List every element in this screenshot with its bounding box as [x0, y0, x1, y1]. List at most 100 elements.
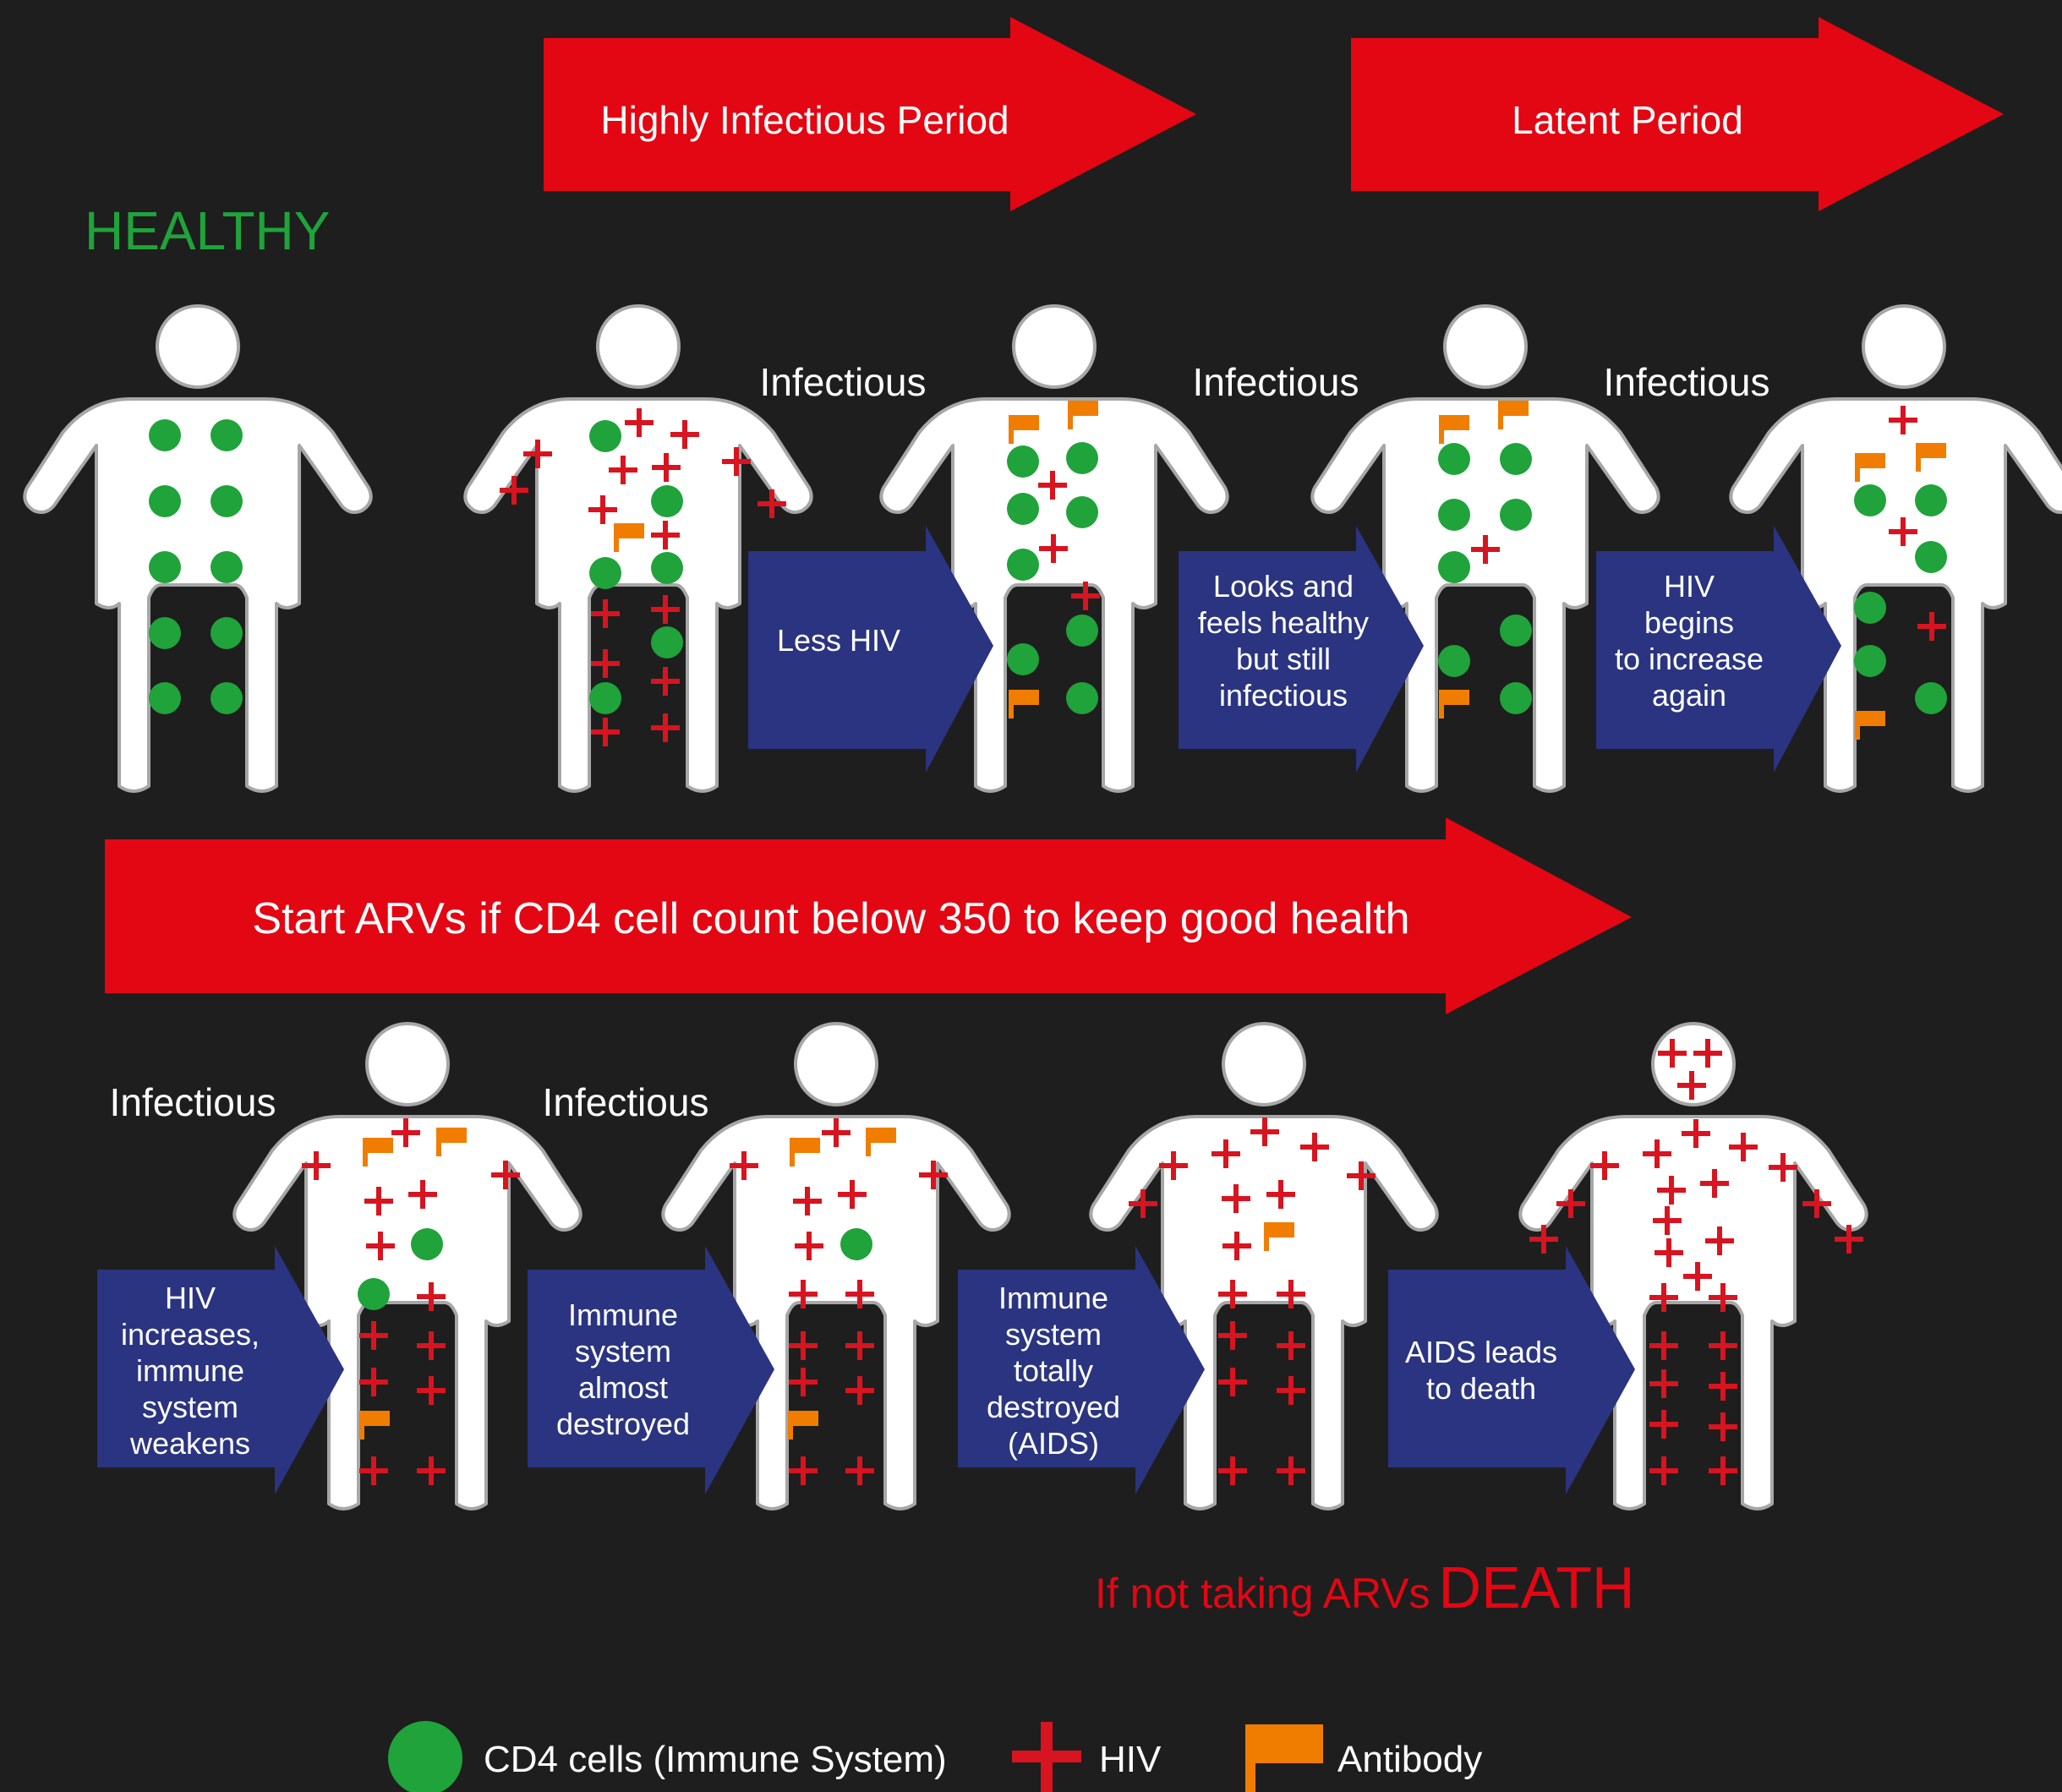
- antibody-marker: [436, 1128, 467, 1156]
- hiv-marker: [1682, 1119, 1710, 1148]
- hiv-marker: [845, 1456, 874, 1485]
- antibody-marker: [866, 1128, 896, 1156]
- antibody-marker: [1498, 401, 1529, 429]
- hiv-marker: [391, 1118, 420, 1147]
- hiv-marker: [845, 1280, 874, 1308]
- hiv-marker: [651, 667, 680, 696]
- highly-infectious-period-label: Highly Infectious Period: [600, 98, 1009, 142]
- hiv-marker: [789, 1456, 818, 1485]
- hiv-marker: [1218, 1456, 1247, 1485]
- healthy-label: HEALTHY: [85, 200, 330, 261]
- hiv-marker: [1649, 1283, 1678, 1312]
- hiv-marker: [845, 1331, 874, 1360]
- label-line: to death: [1426, 1371, 1536, 1406]
- label-line: destroyed: [556, 1407, 690, 1441]
- label-line: immune: [136, 1353, 244, 1388]
- hiv-marker: [1039, 534, 1068, 563]
- infectious-label: Infectious: [1604, 360, 1770, 404]
- hiv-marker: [1529, 1225, 1558, 1254]
- hiv-marker: [795, 1232, 823, 1260]
- legend-antibody-label: Antibody: [1337, 1739, 1482, 1780]
- antibody-marker: [1855, 453, 1885, 482]
- label-line: Immune: [998, 1281, 1108, 1315]
- label-line: destroyed: [987, 1390, 1120, 1424]
- label-line: Immune: [568, 1298, 678, 1332]
- hiv-marker: [591, 718, 620, 746]
- cd4-cell-marker: [589, 682, 621, 714]
- hiv-marker: [408, 1180, 437, 1209]
- cd4-cell-marker: [651, 552, 683, 584]
- cd4-cell-marker: [211, 485, 243, 517]
- hiv-marker: [651, 595, 680, 624]
- hiv-marker: [1709, 1456, 1737, 1485]
- infectious-label: Infectious: [110, 1080, 276, 1124]
- cd4-cell-marker: [211, 551, 243, 583]
- legend-cd4-label: CD4 cells (Immune System): [484, 1739, 947, 1780]
- hiv-marker: [651, 521, 680, 549]
- less-hiv-label: Less HIV: [777, 623, 900, 658]
- label-line: again: [1652, 678, 1726, 713]
- hiv-marker: [417, 1331, 446, 1360]
- antibody-marker: [790, 1138, 820, 1166]
- label-line: system: [142, 1390, 238, 1424]
- cd4-cell-marker: [1854, 645, 1886, 677]
- cd4-cell-marker: [211, 682, 243, 714]
- hiv-marker: [1729, 1133, 1758, 1161]
- hiv-marker: [417, 1282, 446, 1311]
- hiv-marker: [491, 1161, 520, 1189]
- hiv-marker: [1129, 1189, 1157, 1218]
- antibody-marker: [359, 1411, 390, 1440]
- hiv-marker: [1218, 1321, 1247, 1350]
- hiv-marker: [609, 456, 637, 484]
- cd4-cell-marker: [1066, 682, 1098, 714]
- hiv-marker: [1889, 517, 1917, 546]
- hiv-marker: [758, 489, 786, 518]
- cd4-cell-marker: [411, 1228, 443, 1260]
- hiv-marker: [1277, 1376, 1305, 1405]
- antibody-marker: [1264, 1222, 1294, 1251]
- hiv-marker: [1683, 1262, 1712, 1291]
- hiv-marker: [789, 1331, 818, 1360]
- label-line: feels healthy: [1198, 605, 1369, 640]
- antibody-marker: [1068, 401, 1098, 429]
- cd4-cell-marker: [1915, 541, 1947, 573]
- label-line: (AIDS): [1008, 1426, 1099, 1461]
- hiv-marker: [1277, 1456, 1305, 1485]
- hiv-marker: [1657, 1176, 1686, 1205]
- cd4-cell-marker: [358, 1278, 390, 1310]
- cd4-cell-marker: [589, 420, 621, 452]
- hiv-marker: [588, 495, 617, 524]
- hiv-marker: [625, 408, 654, 437]
- hiv-marker: [359, 1321, 388, 1350]
- hiv-marker: [1222, 1184, 1250, 1213]
- hiv-marker: [1889, 406, 1917, 434]
- label-line: Looks and: [1213, 569, 1354, 604]
- cd4-cell-marker: [149, 551, 181, 583]
- antibody-marker: [1439, 690, 1469, 718]
- cd4-cell-marker: [149, 419, 181, 451]
- hiv-marker: [1769, 1153, 1797, 1182]
- label-line: almost: [578, 1370, 668, 1405]
- label-line: weakens: [129, 1426, 250, 1461]
- legend-hiv-label: HIV: [1099, 1739, 1162, 1780]
- cd4-cell-marker: [1500, 499, 1532, 531]
- antibody-marker: [614, 523, 644, 552]
- arv-banner-label: Start ARVs if CD4 cell count below 350 t…: [252, 894, 1409, 943]
- hiv-marker: [1556, 1189, 1585, 1218]
- hiv-marker: [366, 1232, 395, 1260]
- hiv-marker: [1649, 1456, 1678, 1485]
- hiv-marker: [1300, 1133, 1329, 1161]
- hiv-marker: [1590, 1151, 1619, 1180]
- legend-cd4-swatch: [388, 1721, 462, 1792]
- cd4-cell-marker: [1915, 682, 1947, 714]
- antibody-marker: [363, 1138, 393, 1166]
